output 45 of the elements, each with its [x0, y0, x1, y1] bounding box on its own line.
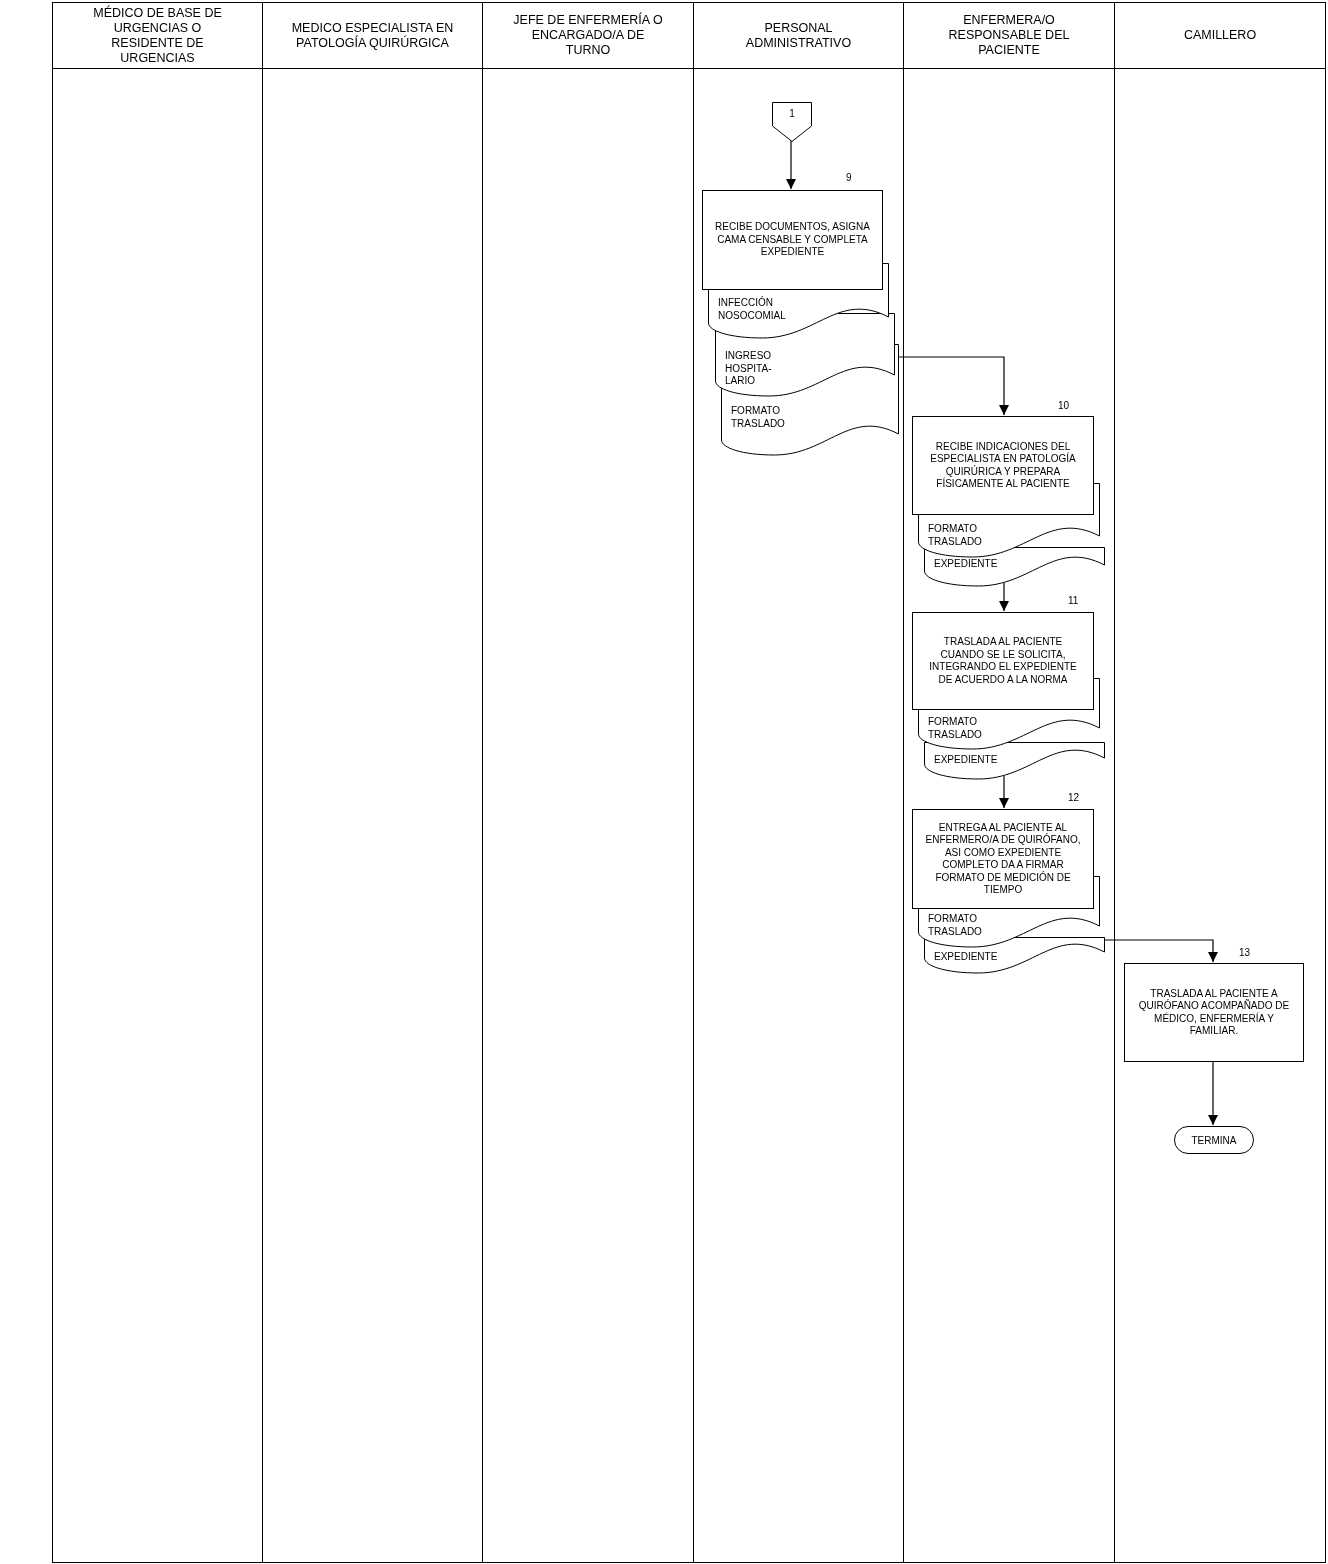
document-shape: [924, 742, 1105, 780]
document-shape: [924, 937, 1105, 974]
swimlane: [52, 2, 263, 1563]
step-number: 10: [1058, 400, 1070, 411]
swimlane: [262, 2, 483, 1563]
document-label: FORMATO TRASLADO: [928, 523, 983, 548]
lane-header: PERSONAL ADMINISTRATIVO: [694, 3, 903, 69]
document-label: EXPEDIENTE: [934, 951, 999, 964]
step-number: 9: [846, 172, 852, 183]
document-label: INGRESO HOSPITA- LARIO: [725, 350, 773, 388]
swimlane: [903, 2, 1115, 1563]
process-box: TRASLADA AL PACIENTE A QUIRÓFANO ACOMPAÑADO DE MÉDICO, ENFERMERÍA Y FAMILIAR.: [1124, 963, 1304, 1062]
process-box: TRASLADA AL PACIENTE CUANDO SE LE SOLICITA, INTEGRANDO EL EXPEDIENTE DE ACUERDO A LA NORMA: [912, 612, 1094, 710]
step-number: 13: [1239, 947, 1251, 958]
lane-header: CAMILLERO: [1115, 3, 1325, 69]
step-number: 11: [1068, 595, 1079, 606]
lane-header: MEDICO ESPECIALISTA EN PATOLOGÍA QUIRÚRGICA: [263, 3, 482, 69]
lane-header: ENFERMERA/O RESPONSABLE DEL PACIENTE: [904, 3, 1114, 69]
process-box: ENTREGA AL PACIENTE AL ENFERMERO/A DE QUIRÓFANO, ASI COMO EXPEDIENTE COMPLETO DA A FIRMAR FORMATO DE MEDICIÓN DE TIEMPO: [912, 809, 1094, 909]
arrow: [1208, 1060, 1218, 1126]
swimlane: [693, 2, 904, 1563]
terminator: [1174, 1126, 1254, 1154]
arrow: [786, 140, 796, 190]
swimlane: [1114, 2, 1326, 1563]
connector-label: 1: [788, 108, 796, 119]
arrow: [999, 582, 1009, 612]
step-number: 12: [1068, 792, 1080, 803]
terminator-label: TERMINA: [1190, 1133, 1238, 1148]
process-box: RECIBE DOCUMENTOS, ASIGNA CAMA CENSABLE Y COMPLETA EXPEDIENTE: [702, 190, 883, 290]
document-label: INFECCIÓN NOSOCOMIAL: [718, 297, 787, 322]
arrow: [1103, 939, 1218, 963]
off-page-connector: [772, 102, 812, 142]
lane-header: MÉDICO DE BASE DE URGENCIAS O RESIDENTE DE URGENCIAS: [53, 3, 262, 69]
arrow: [999, 775, 1009, 809]
document-label: FORMATO TRASLADO: [928, 716, 983, 741]
document-label: FORMATO TRASLADO: [731, 405, 786, 430]
document-shape: [924, 547, 1105, 587]
document-label: FORMATO TRASLADO: [928, 913, 983, 938]
process-box: RECIBE INDICACIONES DEL ESPECIALISTA EN PATOLOGÍA QUIRÚRICA Y PREPARA FÍSICAMENTE AL PACIENTE: [912, 416, 1094, 515]
document-label: EXPEDIENTE: [934, 558, 999, 571]
document-label: EXPEDIENTE: [934, 754, 999, 767]
arrow: [897, 356, 1009, 416]
lane-header: JEFE DE ENFERMERÍA O ENCARGADO/A DE TURNO: [483, 3, 693, 69]
document-shape: [721, 344, 899, 456]
swimlane: [482, 2, 694, 1563]
